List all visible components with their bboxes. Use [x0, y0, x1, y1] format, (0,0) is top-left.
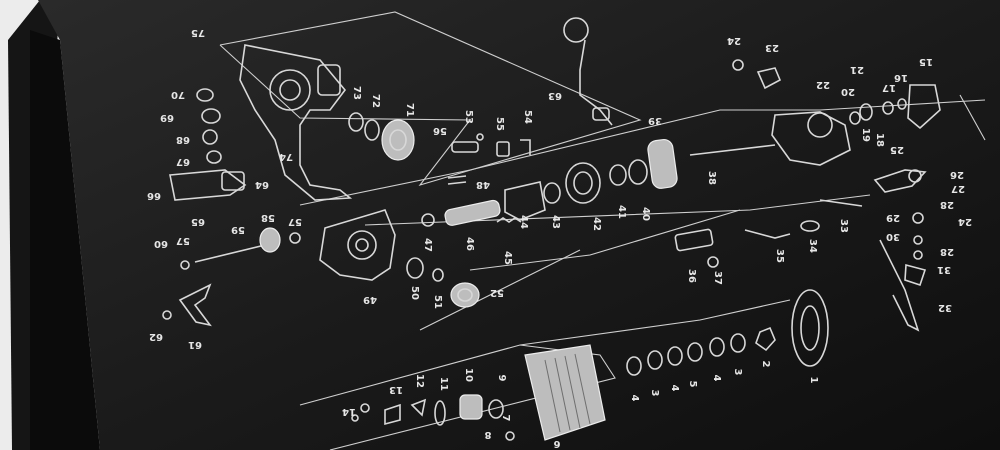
part-label-l11: 11: [438, 377, 449, 391]
box-fold-shadow: [30, 30, 100, 450]
part-label-l40: 40: [640, 207, 651, 221]
part-label-l3: 3: [732, 369, 743, 376]
part-label-l45: 45: [502, 251, 513, 265]
part-label-l71: 71: [404, 103, 415, 117]
part-label-l29: 29: [886, 212, 900, 223]
part-label-l57a: 57: [288, 216, 302, 227]
part-label-l25: 25: [890, 144, 904, 155]
part-label-l47: 47: [422, 238, 433, 252]
part-label-l55: 55: [494, 117, 505, 131]
part-label-l10: 10: [463, 368, 474, 382]
part-label-l50: 50: [409, 286, 420, 300]
part-label-l51: 51: [432, 295, 443, 309]
part-label-l58: 58: [261, 212, 275, 223]
part-label-l32: 32: [938, 302, 952, 313]
part-label-l24b: 24: [958, 216, 972, 227]
part-label-l60: 60: [154, 238, 168, 249]
part-label-l48: 48: [476, 179, 490, 190]
part-label-l73: 73: [351, 86, 362, 100]
part-label-l7: 7: [500, 415, 511, 422]
part-label-l57b: 57: [176, 235, 190, 246]
part-label-l21: 21: [850, 64, 864, 75]
part-label-l33: 33: [838, 219, 849, 233]
part-label-l4a: 4: [711, 375, 722, 382]
part-label-l61: 61: [188, 339, 202, 350]
part-label-l15: 15: [919, 56, 933, 67]
part-label-l59: 59: [231, 224, 245, 235]
part-label-l27: 27: [951, 183, 965, 194]
part-label-l35: 35: [774, 249, 785, 263]
part-label-l23: 23: [765, 42, 779, 53]
part-label-l22: 22: [816, 79, 830, 90]
part-label-l38: 38: [706, 171, 717, 185]
part-label-l20: 20: [841, 86, 855, 97]
part-label-l31: 31: [937, 264, 951, 275]
part-label-l49: 49: [363, 294, 377, 305]
part-label-l4c: 4: [629, 395, 640, 402]
part-label-l17: 17: [882, 82, 896, 93]
part-label-l26: 26: [950, 169, 964, 180]
part-label-l6: 6: [553, 438, 560, 449]
part-label-l24a: 24: [727, 35, 741, 46]
part-label-l64: 64: [255, 179, 269, 190]
part-label-l19: 19: [860, 128, 871, 142]
part-label-l9: 9: [496, 375, 507, 382]
part-label-l65: 65: [191, 216, 205, 227]
part-label-l12: 12: [414, 374, 425, 388]
part-label-l28b: 28: [940, 246, 954, 257]
part-label-l41: 41: [616, 205, 627, 219]
part-label-l66: 66: [147, 190, 161, 201]
part-label-l72: 72: [370, 94, 381, 108]
part-label-l74: 74: [279, 151, 293, 162]
part-label-l56: 56: [433, 125, 447, 136]
part-label-l46: 46: [464, 237, 475, 251]
part-label-l2: 2: [760, 361, 771, 368]
part-label-l36: 36: [686, 269, 697, 283]
part-label-l13: 13: [389, 384, 403, 395]
part-label-l68: 68: [176, 134, 190, 145]
part-label-l14: 14: [342, 406, 356, 417]
part-label-l18: 18: [874, 133, 885, 147]
part-label-l3b: 3: [649, 390, 660, 397]
part-label-l43: 43: [550, 215, 561, 229]
part-label-l67: 67: [176, 156, 190, 167]
part-label-l1: 1: [808, 377, 819, 384]
part-label-l37: 37: [712, 271, 723, 285]
guide-lines: [219, 11, 986, 450]
part-label-l34: 34: [807, 239, 818, 253]
part-label-l44: 44: [518, 215, 529, 229]
part-label-l70: 70: [171, 89, 185, 100]
part-label-l53: 53: [463, 110, 474, 124]
part-label-l30: 30: [886, 231, 900, 242]
part-label-l75: 75: [191, 27, 205, 38]
part-label-l69: 69: [160, 112, 174, 123]
part-label-l42: 42: [591, 217, 602, 231]
part-label-l52: 52: [490, 287, 504, 298]
box-face: [38, 0, 1000, 450]
part-label-l8: 8: [484, 429, 491, 440]
part-label-l62: 62: [149, 331, 163, 342]
parts: [162, 17, 941, 441]
part-label-l16: 16: [894, 72, 908, 83]
part-label-l54: 54: [522, 110, 533, 124]
part-label-l28a: 28: [940, 199, 954, 210]
part-label-l5: 5: [687, 381, 698, 388]
part-label-l39: 39: [648, 115, 662, 126]
part-label-l63: 63: [548, 90, 562, 101]
part-label-l4b: 4: [669, 385, 680, 392]
